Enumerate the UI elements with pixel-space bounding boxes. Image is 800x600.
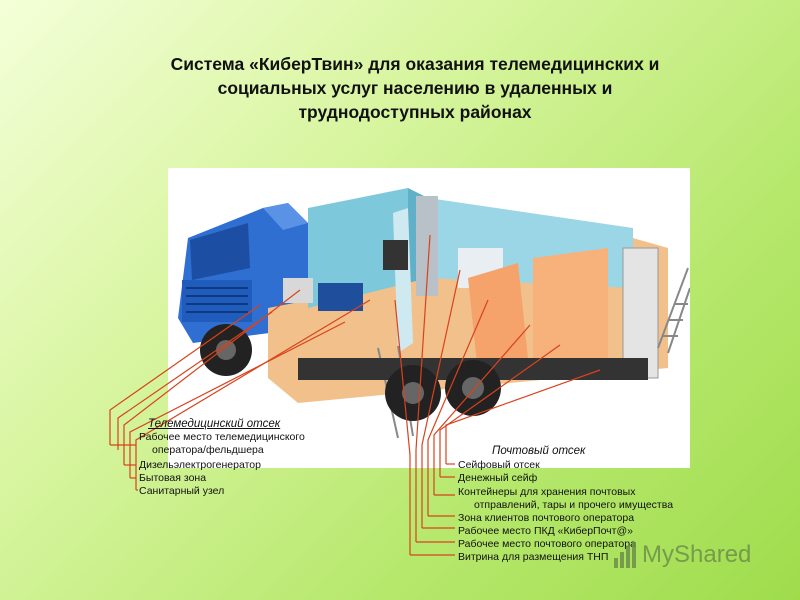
myshared-logo-icon xyxy=(614,542,636,568)
label-med-workplace-2: оператора/фельдшера xyxy=(152,444,264,456)
label-showcase: Витрина для размещения ТНП xyxy=(458,551,609,563)
label-containers-2: отправлений, тары и прочего имущества xyxy=(474,499,674,511)
med-section-heading: Телемедицинский отсек xyxy=(148,418,281,430)
med-wall xyxy=(308,188,408,308)
sink xyxy=(283,278,313,303)
label-generator: Дизельэлектрогенератор xyxy=(139,459,261,471)
title-line-2: социальных услуг населению в удаленных и xyxy=(217,78,613,98)
page-title: Система «КиберТвин» для оказания телемед… xyxy=(100,52,730,124)
title-line-3: труднодоступных районах xyxy=(298,102,532,122)
label-safe-compartment: Сейфовый отсек xyxy=(458,459,540,471)
cab-grille xyxy=(182,280,252,322)
label-client-zone: Зона клиентов почтового оператора xyxy=(458,512,635,524)
label-containers-1: Контейнеры для хранения почтовых xyxy=(458,486,636,498)
workstation-desk xyxy=(318,283,363,311)
counter xyxy=(468,263,528,373)
label-sanitary-unit: Санитарный узел xyxy=(139,485,225,497)
shelf-unit xyxy=(416,196,438,296)
label-pkd-workplace: Рабочее место ПКД «КиберПочт@» xyxy=(458,525,633,537)
label-money-safe: Денежный сейф xyxy=(458,472,538,484)
client-zone xyxy=(533,248,608,368)
cab-windshield xyxy=(190,223,250,280)
monitor xyxy=(383,240,408,270)
rear-steps xyxy=(657,267,690,354)
label-household-zone: Бытовая зона xyxy=(139,472,207,484)
label-postal-workplace: Рабочее место почтового оператора xyxy=(458,538,636,550)
title-line-1: Система «КиберТвин» для оказания телемед… xyxy=(170,54,660,74)
post-section-heading: Почтовый отсек xyxy=(492,445,586,457)
watermark: MyShared xyxy=(612,540,751,570)
label-med-workplace-1: Рабочее место телемедицинского xyxy=(139,431,305,443)
watermark-text: MyShared xyxy=(642,541,752,568)
